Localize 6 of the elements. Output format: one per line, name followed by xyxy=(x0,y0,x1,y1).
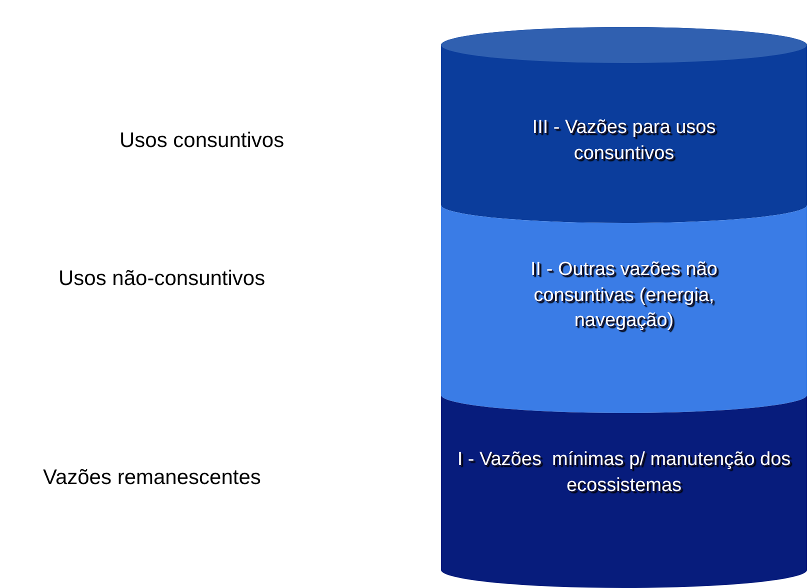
band-label: II - Outras vazões não consuntivas (energia, navegação) xyxy=(530,258,718,334)
side-label: Usos consuntivos xyxy=(120,129,284,153)
side-label: Usos não-consuntivos xyxy=(58,267,266,291)
band-label: I - Vazões mínimas p/ manutenção dos ecossistemas xyxy=(456,448,792,498)
band-label: III - Vazões para usos consuntivos xyxy=(531,116,717,166)
side-label: Vazões remanescentes xyxy=(43,466,261,490)
